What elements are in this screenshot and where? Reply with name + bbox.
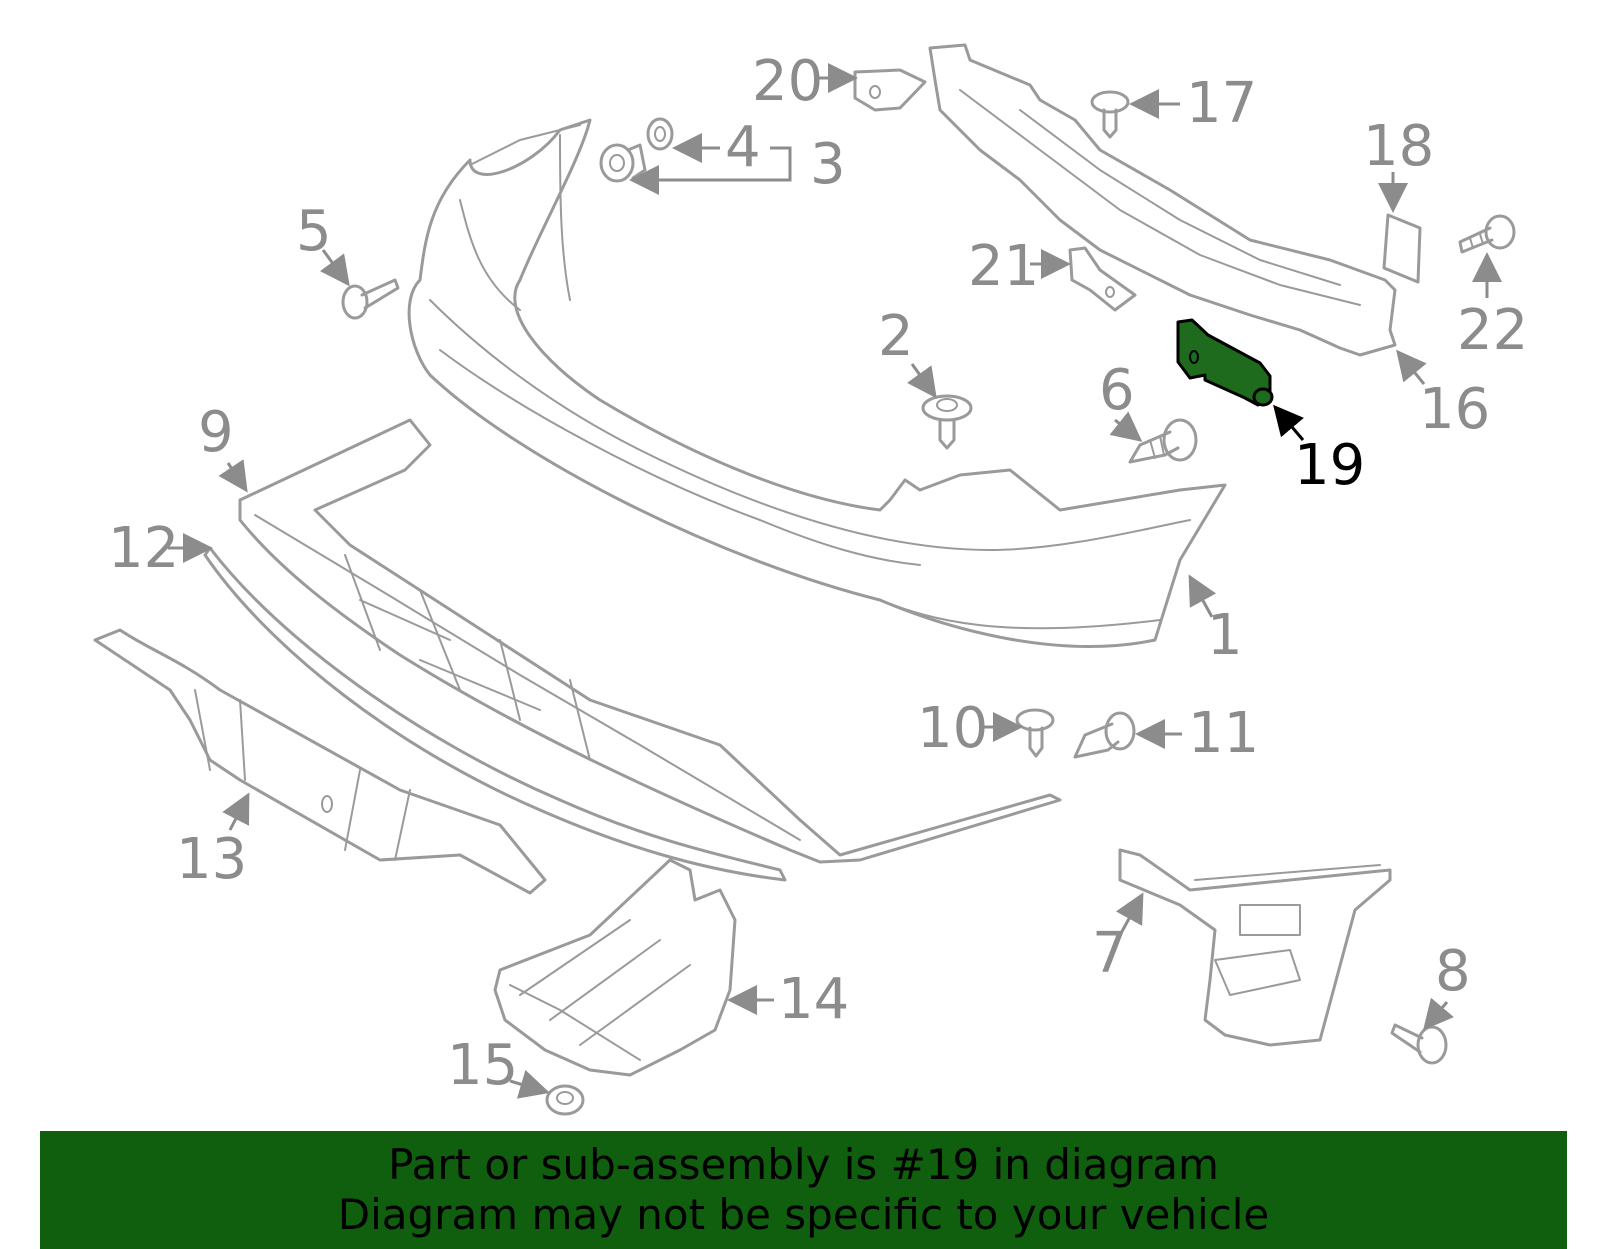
callout-17: 17 — [1186, 71, 1257, 136]
part-7-side-bracket — [1118, 848, 1392, 1047]
part-5-push-pin — [341, 278, 400, 320]
callout-18: 18 — [1363, 114, 1434, 179]
callout-2: 2 — [878, 304, 914, 369]
leader-lines — [168, 63, 1502, 1099]
leader-6 — [1109, 411, 1143, 442]
leader-5 — [319, 249, 350, 287]
part-17-bolt — [1090, 90, 1130, 139]
leader-9 — [218, 459, 248, 493]
part-3-grommet — [599, 143, 647, 183]
leader-13 — [222, 792, 250, 831]
callout-11: 11 — [1188, 701, 1259, 766]
part-10-screw — [1015, 708, 1055, 758]
leader-15 — [509, 1069, 550, 1099]
callout-13: 13 — [176, 827, 247, 892]
callout-10: 10 — [917, 696, 988, 761]
leader-19 — [1273, 404, 1305, 441]
part-16-impact-bar — [928, 43, 1397, 357]
callout-20: 20 — [752, 49, 823, 114]
callout-21: 21 — [968, 234, 1039, 299]
part-6-screw — [1128, 418, 1198, 464]
leader-3 — [629, 163, 792, 195]
leader-8 — [1423, 997, 1454, 1031]
banner-line-disclaimer: Diagram may not be specific to your vehi… — [337, 1190, 1270, 1239]
callout-1: 1 — [1207, 603, 1243, 668]
callout-22: 22 — [1457, 298, 1528, 363]
callout-14: 14 — [778, 967, 849, 1032]
part-18-pad — [1382, 213, 1422, 284]
part-2-clip — [921, 394, 973, 450]
part-19-bracket-highlighted — [1176, 318, 1274, 407]
callout-12: 12 — [108, 516, 179, 581]
callout-labels: 1 2 3 4 5 6 7 8 9 10 11 12 13 14 15 16 1… — [108, 49, 1528, 1098]
leader-3b — [770, 146, 792, 163]
part-1-bumper-cover — [407, 118, 1227, 648]
callout-6: 6 — [1099, 358, 1135, 423]
part-4-washer — [646, 117, 674, 151]
part-21-bracket — [1068, 246, 1137, 312]
callout-8: 8 — [1435, 939, 1471, 1004]
callout-19: 19 — [1294, 433, 1365, 498]
callout-7: 7 — [1092, 921, 1128, 986]
leader-1 — [1188, 574, 1217, 618]
callout-3: 3 — [810, 132, 846, 197]
callout-15: 15 — [447, 1033, 518, 1098]
callout-16: 16 — [1419, 377, 1490, 442]
callout-4: 4 — [725, 115, 761, 180]
banner-line-part-number: Part or sub-assembly is #19 in diagram — [388, 1140, 1219, 1189]
part-8-bolt — [1390, 1023, 1448, 1065]
part-13-lower-valance — [93, 628, 547, 895]
callout-9: 9 — [198, 400, 234, 465]
part-15-nut — [545, 1084, 585, 1116]
leader-2 — [907, 363, 937, 399]
part-14-splash-shield — [493, 858, 737, 1077]
part-20-bracket — [853, 68, 927, 112]
part-22-bolt — [1458, 214, 1516, 254]
part-12-trim-strip — [203, 546, 787, 882]
part-9-lower-grille — [238, 418, 1062, 864]
part-11-screw — [1073, 711, 1136, 759]
leader-16 — [1396, 349, 1427, 385]
info-banner: Part or sub-assembly is #19 in diagram D… — [40, 1131, 1567, 1249]
callout-5: 5 — [296, 199, 332, 264]
leader-7 — [1115, 892, 1144, 936]
